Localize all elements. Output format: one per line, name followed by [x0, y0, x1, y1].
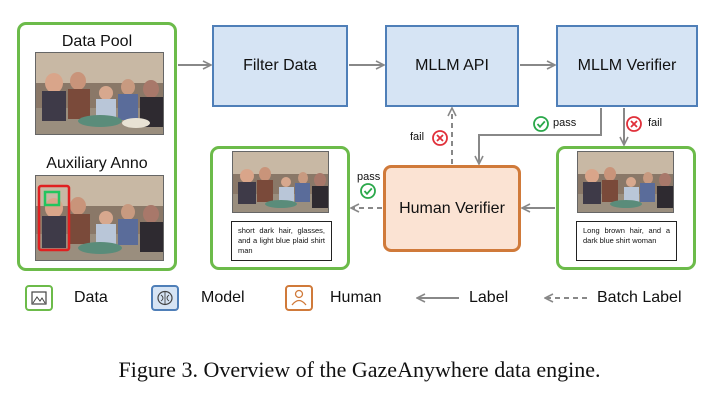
human-pass-caption: short dark hair, glasses, and a light bl…	[231, 221, 332, 261]
legend-human-label: Human	[330, 289, 382, 306]
legend-human-icon	[285, 285, 313, 311]
aux-anno-title: Auxiliary Anno	[46, 155, 148, 172]
pass-check-icon-top	[533, 116, 549, 132]
legend-label-text: Label	[469, 289, 509, 306]
edge-label-pass-top: pass	[553, 117, 577, 129]
human-verifier-node: Human Verifier	[383, 165, 521, 252]
figure-caption: Figure 3. Overview of the GazeAnywhere d…	[118, 357, 601, 382]
legend-data-label: Data	[74, 289, 108, 306]
human-pass-image	[232, 151, 329, 213]
legend-batch-label-text: Batch Label	[597, 289, 682, 306]
legend-model-icon	[151, 285, 179, 311]
fail-x-icon-right	[626, 116, 642, 132]
mllm-fail-image	[577, 151, 674, 213]
edge-label-fail-right: fail	[648, 117, 663, 129]
mllm-verifier-node: MLLM Verifier	[556, 25, 698, 107]
data-pool-image	[35, 52, 164, 135]
arrow-verifier-pass-to-human	[479, 108, 602, 163]
mllm-fail-caption: Long brown hair, and a dark blue shirt w…	[576, 221, 677, 261]
legend-model-label: Model	[201, 289, 245, 306]
aux-anno-image	[35, 175, 164, 261]
mllm-api-node: MLLM API	[385, 25, 519, 107]
filter-data-node: Filter Data	[212, 25, 348, 107]
edge-label-pass-left: pass	[357, 171, 381, 183]
edge-label-fail-left: fail	[410, 131, 425, 143]
data-pool-title: Data Pool	[61, 33, 133, 50]
legend-data-icon	[25, 285, 53, 311]
fail-x-icon-left	[432, 130, 448, 146]
pass-check-icon-left	[360, 183, 376, 199]
